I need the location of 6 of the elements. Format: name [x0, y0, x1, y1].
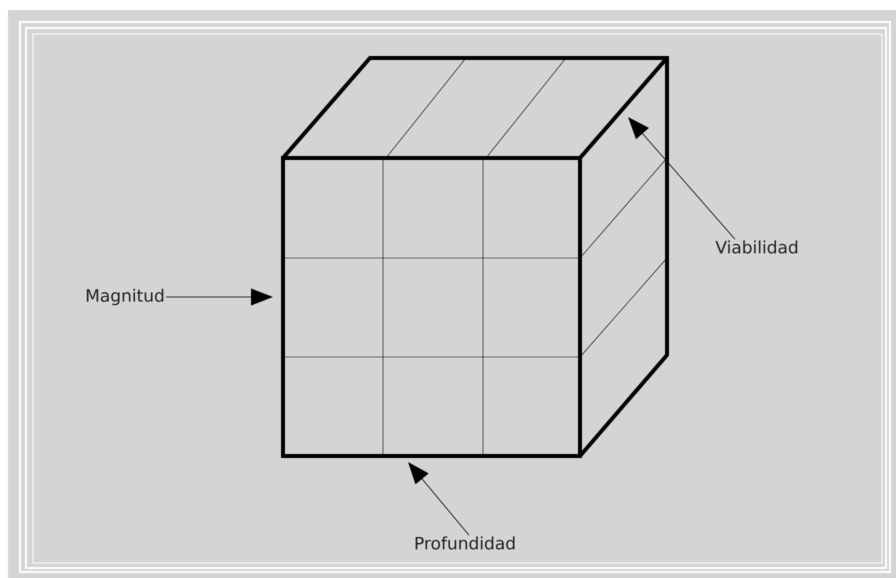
leader-label: Magnitud [86, 288, 164, 306]
leader-arrow [628, 117, 736, 240]
front-face [281, 156, 582, 458]
leader-label: Viabilidad [715, 240, 798, 254]
leader-arrow [408, 462, 470, 536]
leader-label: Profundidad [416, 536, 514, 550]
